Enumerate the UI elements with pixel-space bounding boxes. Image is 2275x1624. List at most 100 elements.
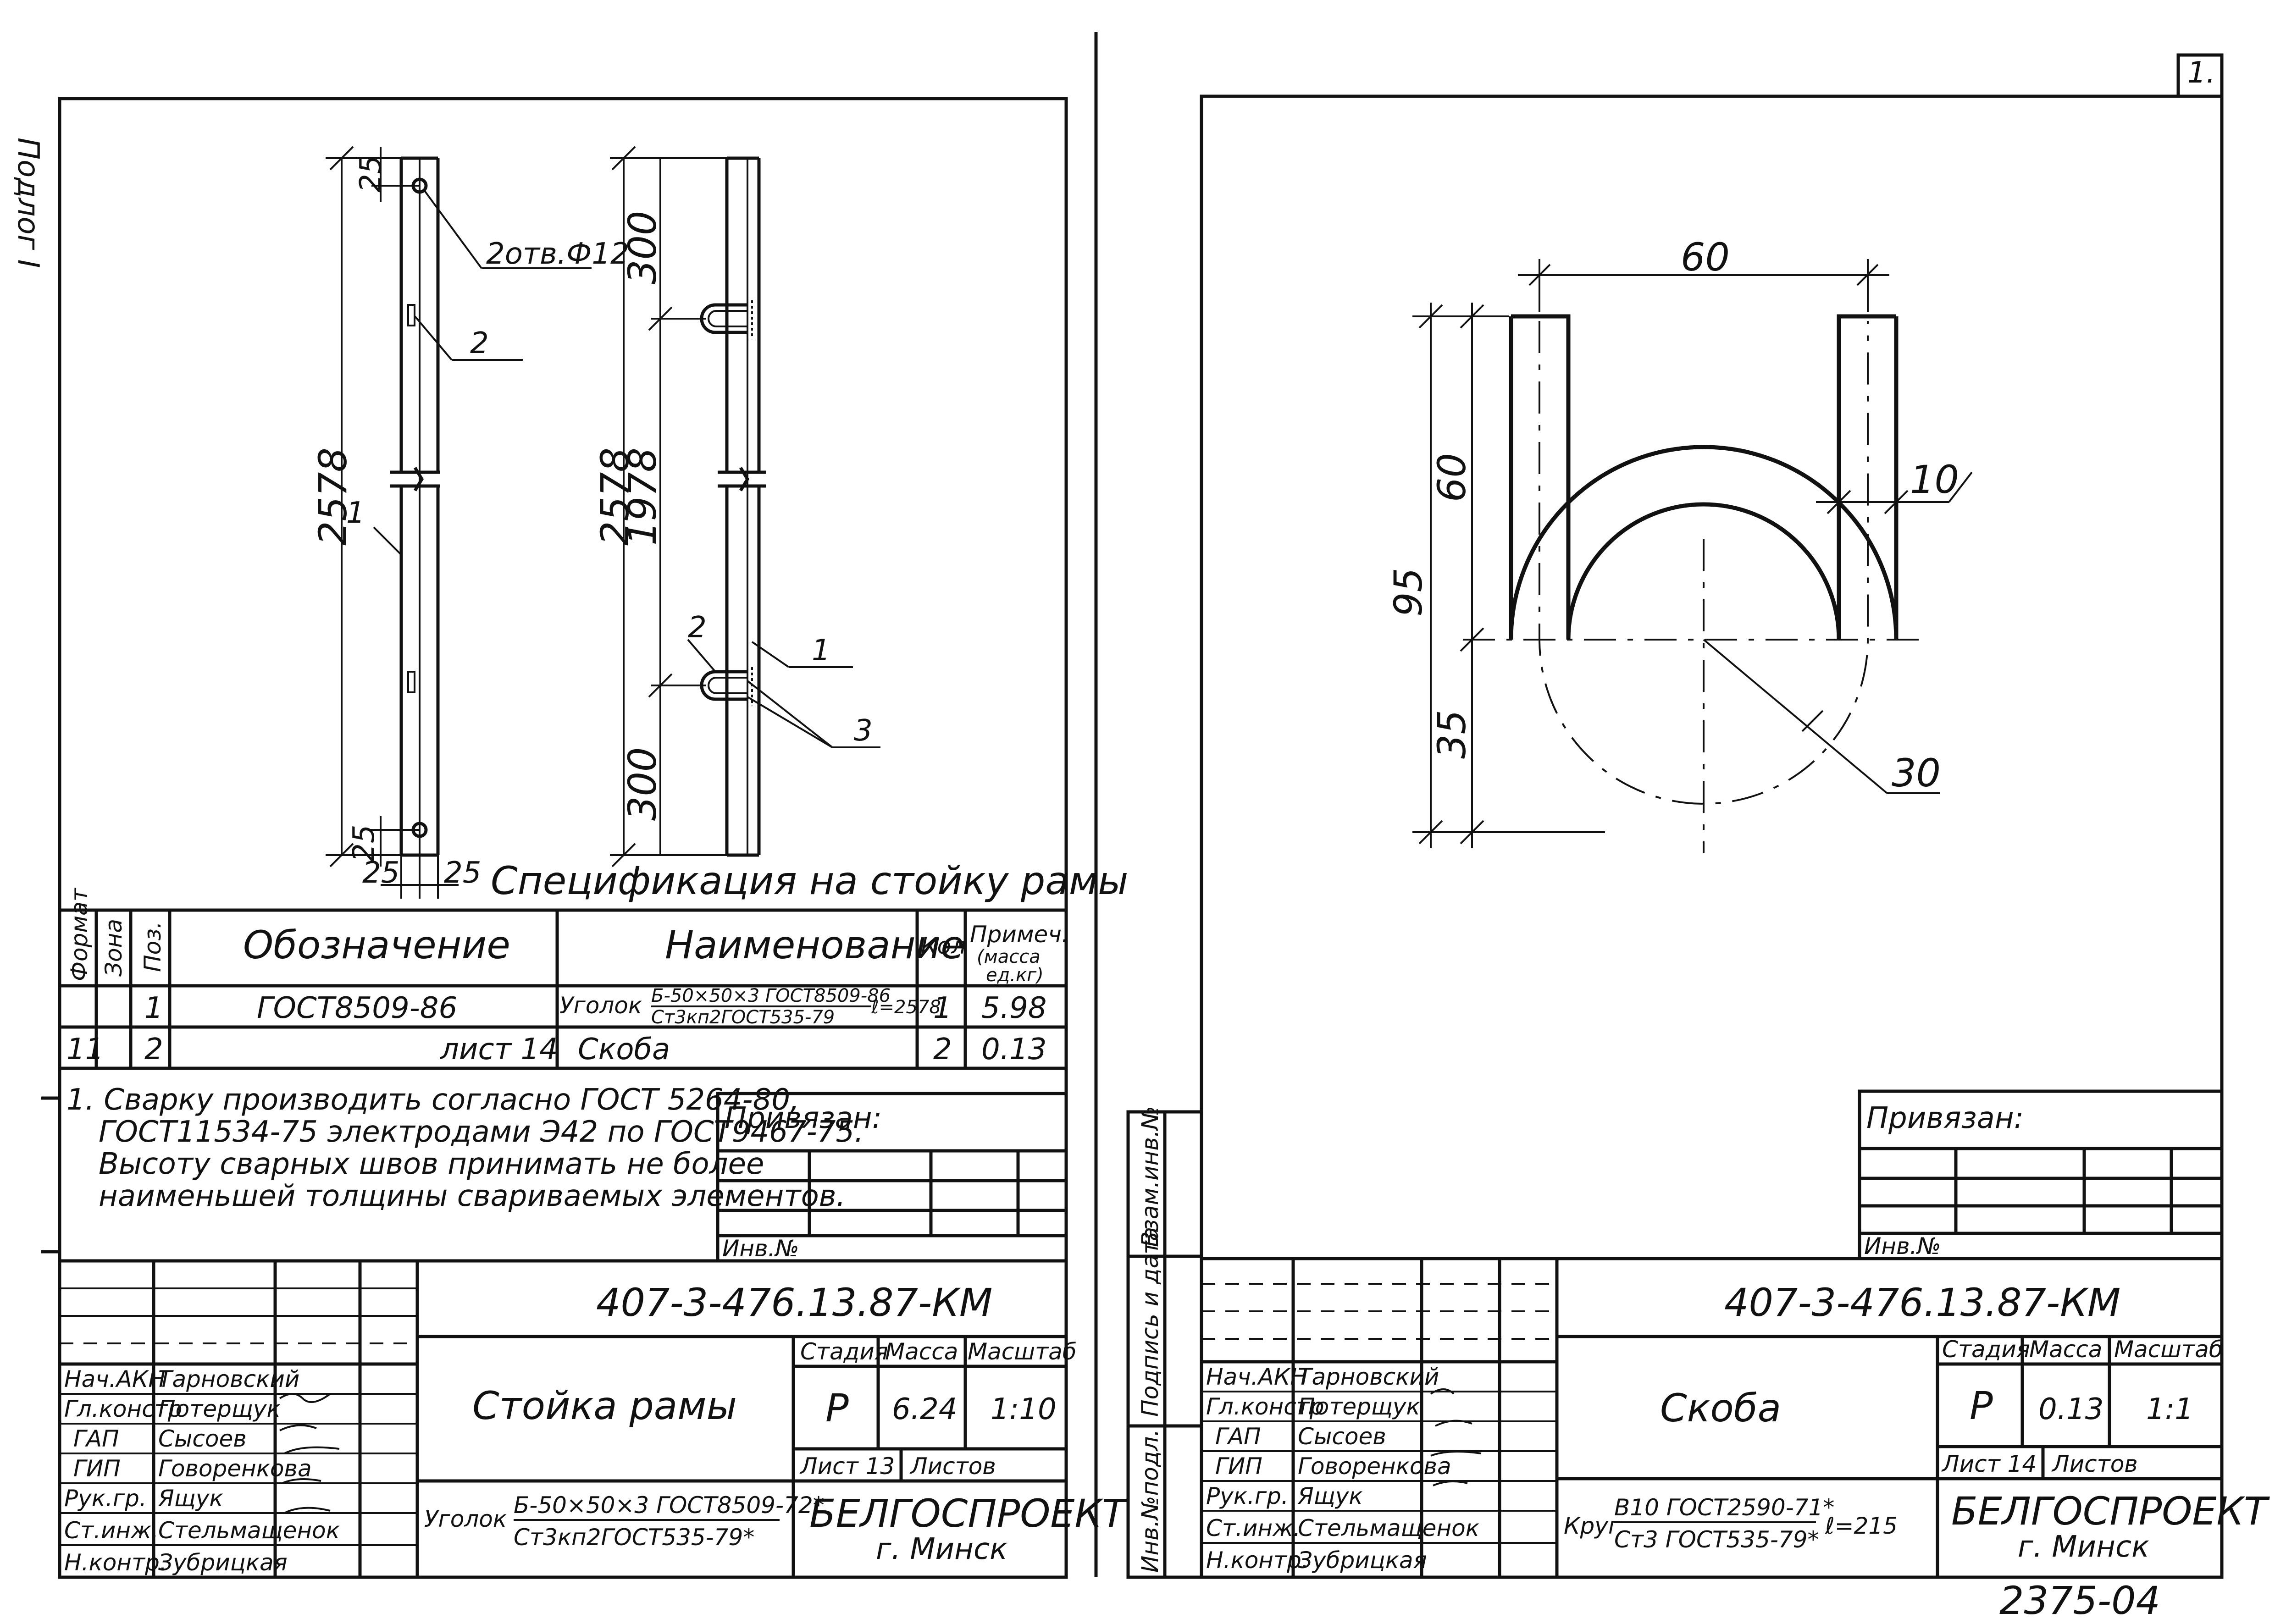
material-suffix-right: ℓ=215 (1825, 1513, 1898, 1539)
org-city-right: г. Минск (2018, 1530, 2149, 1564)
staff-name-r6: Стельмащенок (1298, 1515, 1479, 1541)
dim-bend: 35 (1429, 710, 1474, 759)
staff-name-3: Сысоев (158, 1425, 247, 1452)
staff-name-r4: Говоренкова (1298, 1453, 1451, 1480)
left-frame (58, 97, 1068, 1579)
staff-role-r6: Ст.инж. (1206, 1515, 1301, 1541)
staff-role-1: Нач.АКН (64, 1366, 166, 1392)
row1-name-bottom: Ст3кп2ГОСТ535-79 (651, 1007, 835, 1028)
break-line (390, 467, 440, 492)
dim-25-left: 25 (362, 856, 399, 890)
right-sheet: 1. Инв.№подл. Подпись и дата Взам.инв.№ … (1126, 53, 2270, 1623)
inv-no-label-right: Инв.№ (1864, 1233, 1941, 1259)
row1-designation: ГОСТ8509-86 (257, 991, 457, 1025)
staff-name-r5: Ящук (1297, 1483, 1363, 1509)
left-sheet: Подлог I 2578 25 (11, 32, 1128, 1579)
row1-name-prefix: Уголок (559, 992, 642, 1019)
side-stamp-1: Инв.№подл. (1137, 1429, 1163, 1573)
corner-box (2176, 53, 2224, 98)
post-view-1: 2578 25 25 25 25 2отв.Ф12 2 1 (310, 146, 629, 899)
staff-role-r4: ГИП (1215, 1453, 1262, 1480)
dim-dia: 10 (1910, 457, 1959, 502)
sheets-label-right: Листов (2051, 1451, 2138, 1477)
row1-name-top: Б-50×50×3 ГОСТ8509-86 (651, 985, 891, 1006)
material-prefix-right: Круг (1564, 1513, 1621, 1539)
staff-role-7: Н.контр. (64, 1549, 167, 1576)
org-city: г. Минск (876, 1532, 1007, 1566)
org-name-right: БЕЛГОСПРОЕКТ (1951, 1489, 2270, 1534)
staff-role-r1: Нач.АКН (1206, 1364, 1307, 1390)
title-block-right: Нач.АКН Тарновский Гл.констр Потерщук ГА… (1201, 1257, 2270, 1577)
staff-role-r2: Гл.констр (1206, 1393, 1324, 1420)
staff-name-r7: Зубрицкая (1298, 1547, 1427, 1574)
callout-pos2-a: 2 (470, 326, 489, 360)
material-top-right: В10 ГОСТ2590-71* (1614, 1494, 1834, 1521)
staff-name-r3: Сысоев (1298, 1423, 1386, 1450)
spec-title: Спецификация на стойку рамы (491, 858, 1128, 903)
staff-role-r5: Рук.гр. (1206, 1483, 1289, 1509)
signatures-right (1430, 1388, 1482, 1486)
scale-value-right: 1:1 (2146, 1392, 2193, 1426)
note-line-2: ГОСТ11534-75 электродами Э42 по ГОСТ9467… (99, 1115, 864, 1149)
label-mass: Масса (885, 1338, 958, 1365)
staff-name-7: Зубрицкая (158, 1549, 288, 1576)
note-line-1: 1. Сварку производить согласно ГОСТ 5264… (66, 1083, 799, 1117)
dim-total: 95 (1386, 568, 1431, 617)
row1-mass: 5.98 (981, 991, 1047, 1025)
dim-radius: 30 (1892, 751, 1941, 795)
row2-name: Скоба (578, 1033, 670, 1066)
dim-straight: 60 (1429, 453, 1474, 502)
label-mass-right: Масса (2029, 1336, 2102, 1363)
dim-300-top: 300 (620, 211, 665, 284)
side-stamp-3: Взам.инв.№ (1137, 1106, 1163, 1247)
callout-pos1-b: 1 (812, 634, 830, 668)
sheet-label: Лист 13 (799, 1453, 895, 1480)
mass-value-right: 0.13 (2038, 1392, 2104, 1426)
stage-value: Р (825, 1386, 849, 1431)
hdr-format: Формат (66, 887, 93, 981)
staff-name-2: Потерщук (158, 1396, 281, 1422)
notes: 1. Сварку производить согласно ГОСТ 5264… (66, 1083, 864, 1213)
staff-name-5: Ящук (158, 1485, 223, 1512)
note-line-4: наименьшей толщины свариваемых элементов… (99, 1179, 846, 1213)
binding-label-right: Привязан: (1866, 1101, 2024, 1135)
bracket-mark-top (407, 304, 415, 326)
u-bracket-drawing: 60 95 60 35 10 30 (1386, 235, 1973, 853)
bracket-mark-bottom (407, 671, 415, 693)
material-prefix: Уголок (424, 1506, 507, 1532)
callout-pos3: 3 (854, 714, 873, 748)
stage-value-right: Р (1970, 1383, 1993, 1428)
row2-designation: лист 14 (439, 1033, 558, 1066)
dim-25-top: 25 (354, 155, 388, 193)
staff-role-r7: Н.контр. (1206, 1547, 1309, 1574)
scale-value: 1:10 (991, 1392, 1057, 1426)
sheets-label: Листов (909, 1453, 996, 1480)
archive-number: 2375-04 (1999, 1578, 2160, 1623)
callout-pos1-a: 1 (346, 496, 365, 530)
part-name: Стойка рамы (472, 1383, 737, 1428)
staff-name-4: Говоренкова (158, 1455, 312, 1482)
mass-value: 6.24 (892, 1392, 958, 1426)
staff-role-2: Гл.констр (64, 1396, 183, 1422)
post-view-2: 2578 300 1978 300 1 2 3 (592, 146, 880, 867)
staff-name-1: Тарновский (158, 1366, 299, 1392)
dim-25-right: 25 (444, 856, 481, 890)
material-bottom-right: Ст3 ГОСТ535-79* (1614, 1526, 1819, 1553)
label-stage: Стадия (800, 1338, 888, 1365)
binding-label: Привязан: (725, 1101, 882, 1135)
inv-no-label: Инв.№ (722, 1235, 799, 1262)
label-scale-right: Масштаб (2114, 1336, 2223, 1363)
dim-2578-b: 2578 (592, 447, 637, 546)
note-line-3: Высоту сварных швов принимать не более (99, 1147, 764, 1181)
doc-code-right: 407-3-476.13.87-КМ (1724, 1280, 2120, 1325)
staff-name-r2: Потерщук (1298, 1393, 1420, 1420)
dim-25-bottom: 25 (347, 825, 381, 862)
row2-pos: 2 (144, 1033, 163, 1066)
corner-mark: 1. (2187, 56, 2215, 90)
row1-name-suffix: ℓ=2578 (871, 997, 941, 1018)
row1-qty: 1 (933, 991, 952, 1025)
sheet-label-right: Лист 14 (1941, 1451, 2037, 1477)
hdr-qty: Кол (921, 933, 966, 959)
row2-mass: 0.13 (981, 1033, 1047, 1066)
